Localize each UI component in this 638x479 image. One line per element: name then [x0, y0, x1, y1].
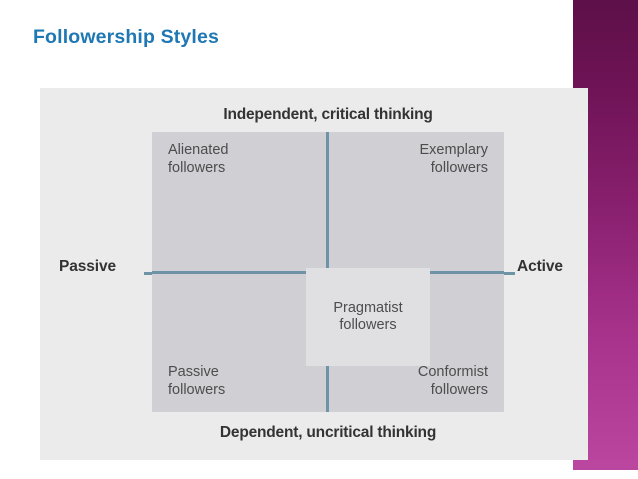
quadrant-alienated-line2: followers: [168, 159, 226, 176]
quadrant-alienated-followers: Alienated followers: [168, 142, 228, 177]
followership-matrix-figure: Independent, critical thinking Passive A…: [40, 88, 588, 460]
page-title: Followership Styles: [33, 26, 219, 48]
axis-label-passive: Passive: [59, 258, 117, 275]
quadrant-passive-followers: Passive followers: [168, 364, 225, 399]
center-pragmatist-label: Pragmatist followers: [333, 300, 402, 335]
quadrant-passive-line1: Passive: [168, 364, 219, 380]
axis-label-active: Active: [517, 258, 563, 275]
quadrant-alienated-line1: Alienated: [168, 142, 229, 158]
quadrant-conformist-line1: Conformist: [417, 364, 488, 380]
axis-caption-top: Independent, critical thinking: [223, 106, 433, 123]
quadrant-exemplary-followers: Exemplary followers: [420, 142, 489, 177]
quadrant-passive-line2: followers: [168, 381, 226, 398]
quadrant-conformist-followers: Conformist followers: [418, 364, 488, 399]
center-pragmatist-line1: Pragmatist: [333, 299, 403, 316]
axis-stub-right: [503, 272, 515, 275]
decorative-purple-bar-notch: [573, 460, 638, 470]
center-pragmatist-box: Pragmatist followers: [306, 268, 430, 366]
center-pragmatist-line2: followers: [339, 317, 397, 333]
quadrant-matrix: Alienated followers Exemplary followers …: [152, 132, 504, 412]
quadrant-exemplary-line2: followers: [430, 159, 488, 176]
axis-stub-left: [144, 272, 156, 275]
quadrant-exemplary-line1: Exemplary: [419, 142, 489, 158]
axis-caption-bottom: Dependent, uncritical thinking: [219, 424, 437, 441]
quadrant-conformist-line2: followers: [430, 381, 488, 398]
